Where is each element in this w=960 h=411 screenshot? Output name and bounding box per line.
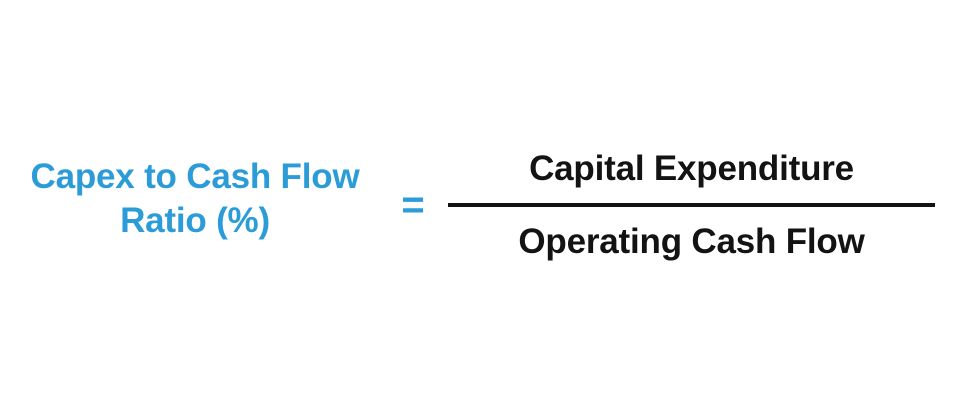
fraction-numerator: Capital Expenditure <box>529 149 854 188</box>
fraction-bar <box>448 203 935 207</box>
fraction: Capital Expenditure Operating Cash Flow <box>448 140 935 271</box>
equals-sign: = <box>401 183 425 227</box>
ratio-label: Capex to Cash Flow Ratio (%) <box>0 155 390 243</box>
ratio-label-line-2: Ratio (%) <box>120 201 270 240</box>
ratio-label-line-1: Capex to Cash Flow <box>30 157 360 196</box>
fraction-denominator: Operating Cash Flow <box>518 222 865 261</box>
